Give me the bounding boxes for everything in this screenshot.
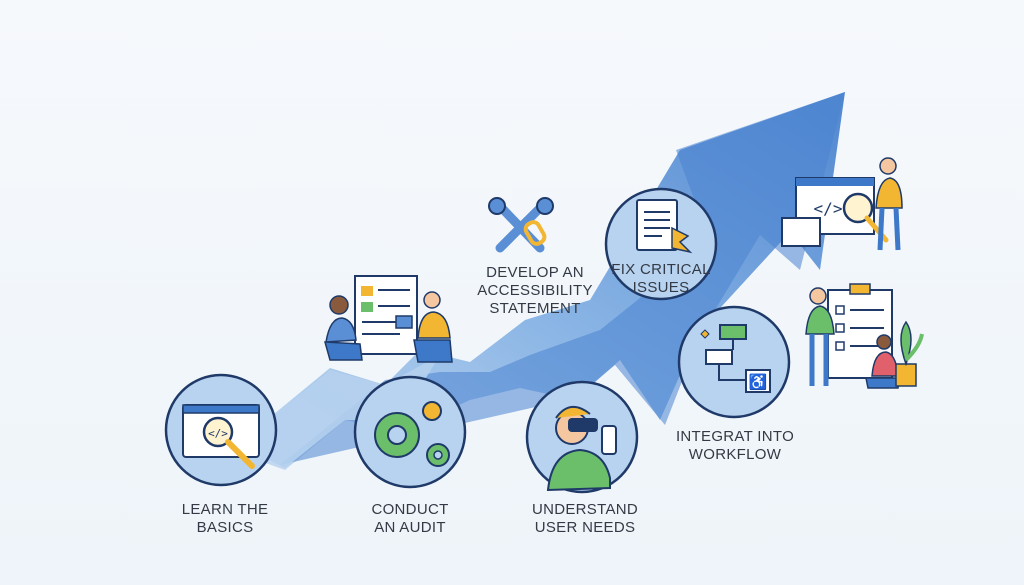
svg-text:</>: </> <box>208 427 228 440</box>
step-circle-audit <box>353 375 467 489</box>
step-circle-learn: </> <box>164 373 278 487</box>
svg-text:♿: ♿ <box>749 373 768 391</box>
svg-text:</>: </> <box>814 199 843 218</box>
step-circle-workflow: ♿ <box>677 305 791 419</box>
team-collaboration-illustration <box>323 275 453 363</box>
wrench-tools-icon <box>488 197 554 253</box>
step-circle-user-needs <box>525 380 639 494</box>
step-circle-fix <box>604 187 718 301</box>
checklist-team-illustration <box>805 283 924 389</box>
developer-monitor-illustration: </> <box>781 157 903 251</box>
